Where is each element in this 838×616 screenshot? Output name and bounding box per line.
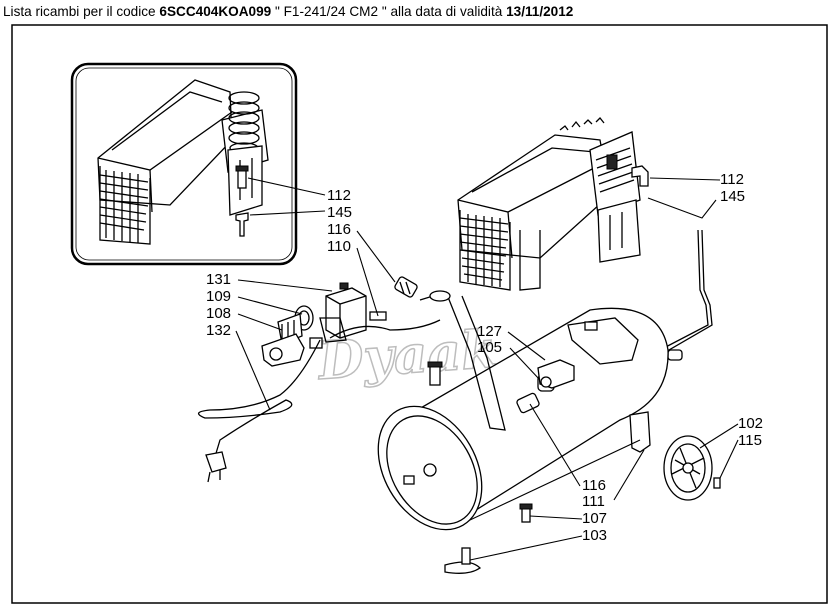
- page-header: Lista ricambi per il codice 6SCC404KOA09…: [3, 4, 573, 20]
- header-prefix: Lista ricambi per il codice: [3, 4, 160, 19]
- header-model: " F1-241/24 CM2 ": [271, 4, 387, 19]
- nipple-116-bottom: [516, 392, 540, 414]
- leader-lines: [235, 230, 739, 561]
- label-132: 132: [206, 322, 231, 339]
- wheel: [663, 435, 721, 501]
- header-code: 6SCC404KOA099: [159, 4, 272, 19]
- power-plug: [205, 451, 227, 473]
- label-103: 103: [582, 527, 607, 544]
- power-cable: [198, 339, 321, 461]
- label-107: 107: [582, 510, 607, 527]
- pressure-switch: [319, 282, 367, 343]
- label-131: 131: [206, 271, 231, 288]
- label-109: 109: [206, 288, 231, 305]
- label-116-top: 116: [327, 221, 351, 238]
- label-145-inset: 145: [327, 204, 352, 221]
- inset-detail: [70, 62, 326, 266]
- label-112-inset: 112: [327, 187, 351, 204]
- label-111: 111: [582, 493, 605, 510]
- valve-105: [537, 359, 575, 389]
- compressor-head: [457, 117, 721, 291]
- header-date-prefix: alla data di validità: [386, 4, 507, 19]
- header-date: 13/11/2012: [506, 4, 574, 19]
- label-110: 110: [327, 238, 351, 255]
- label-115: 115: [738, 432, 762, 449]
- label-145-main: 145: [720, 188, 745, 205]
- label-108: 108: [206, 305, 231, 322]
- label-105: 105: [477, 339, 502, 356]
- air-tank: [377, 307, 669, 574]
- part-labels: 112 145 116 110 131 109 108 132 127 105 …: [206, 171, 763, 544]
- label-127: 127: [477, 323, 502, 340]
- label-112-main: 112: [720, 171, 744, 188]
- safety-valve: [429, 364, 441, 386]
- nipple-116-top: [394, 276, 418, 298]
- label-116-bottom: 116: [582, 477, 606, 494]
- diagram-frame: [11, 24, 828, 604]
- label-102: 102: [738, 415, 763, 432]
- regulator-108: [261, 313, 323, 367]
